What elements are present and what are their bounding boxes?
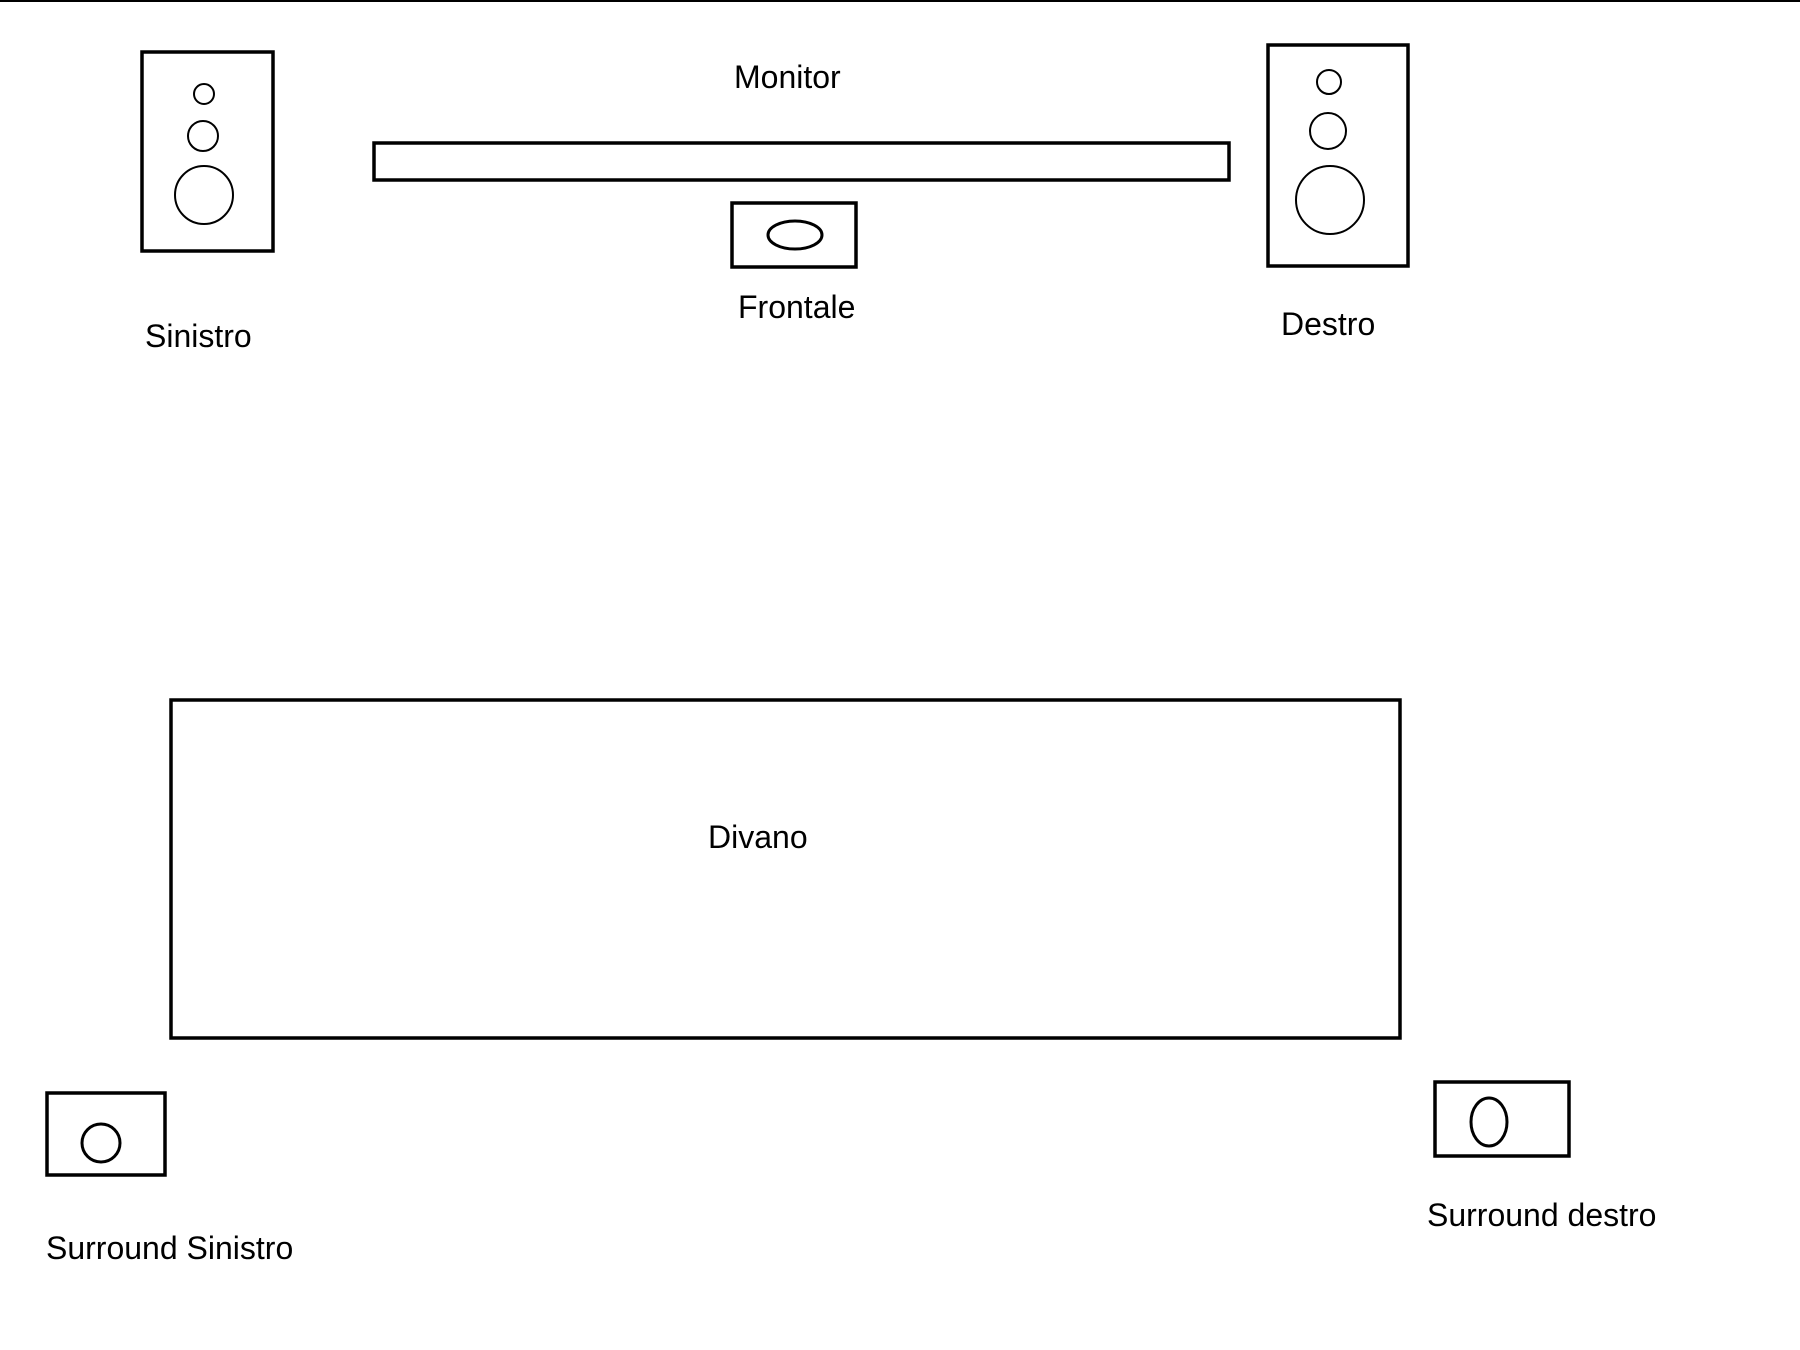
monitor-label: Monitor (734, 59, 841, 95)
center-speaker-cabinet (730, 201, 858, 269)
surround-right-speaker-label: Surround destro (1427, 1197, 1656, 1233)
left-speaker-cabinet (140, 50, 275, 253)
surround-left-speaker-cabinet (45, 1091, 167, 1177)
center-speaker-driver (766, 219, 824, 251)
left-speaker-tweeter (193, 83, 215, 105)
surround-left-speaker (45, 1091, 167, 1177)
right-speaker-cabinet (1266, 43, 1410, 268)
right-speaker-midrange (1309, 112, 1347, 150)
right-speaker-tweeter (1316, 69, 1342, 95)
surround-right-speaker (1433, 1080, 1571, 1158)
left-speaker-woofer (174, 165, 234, 225)
surround-left-speaker-label: Surround Sinistro (46, 1230, 293, 1266)
left-speaker-label: Sinistro (145, 318, 252, 354)
surround-right-speaker-cabinet (1433, 1080, 1571, 1158)
left-speaker (140, 50, 275, 253)
sofa-shape (169, 698, 1402, 1040)
right-speaker-label: Destro (1281, 306, 1375, 342)
sofa-label: Divano (708, 819, 808, 855)
center-speaker-label: Frontale (738, 289, 855, 325)
surround-right-speaker-driver (1469, 1096, 1509, 1148)
surround-left-speaker-driver (80, 1122, 122, 1164)
monitor-shape (372, 141, 1231, 182)
center-speaker (730, 201, 858, 269)
left-speaker-midrange (187, 120, 219, 152)
right-speaker-woofer (1295, 165, 1365, 235)
right-speaker (1266, 43, 1410, 268)
